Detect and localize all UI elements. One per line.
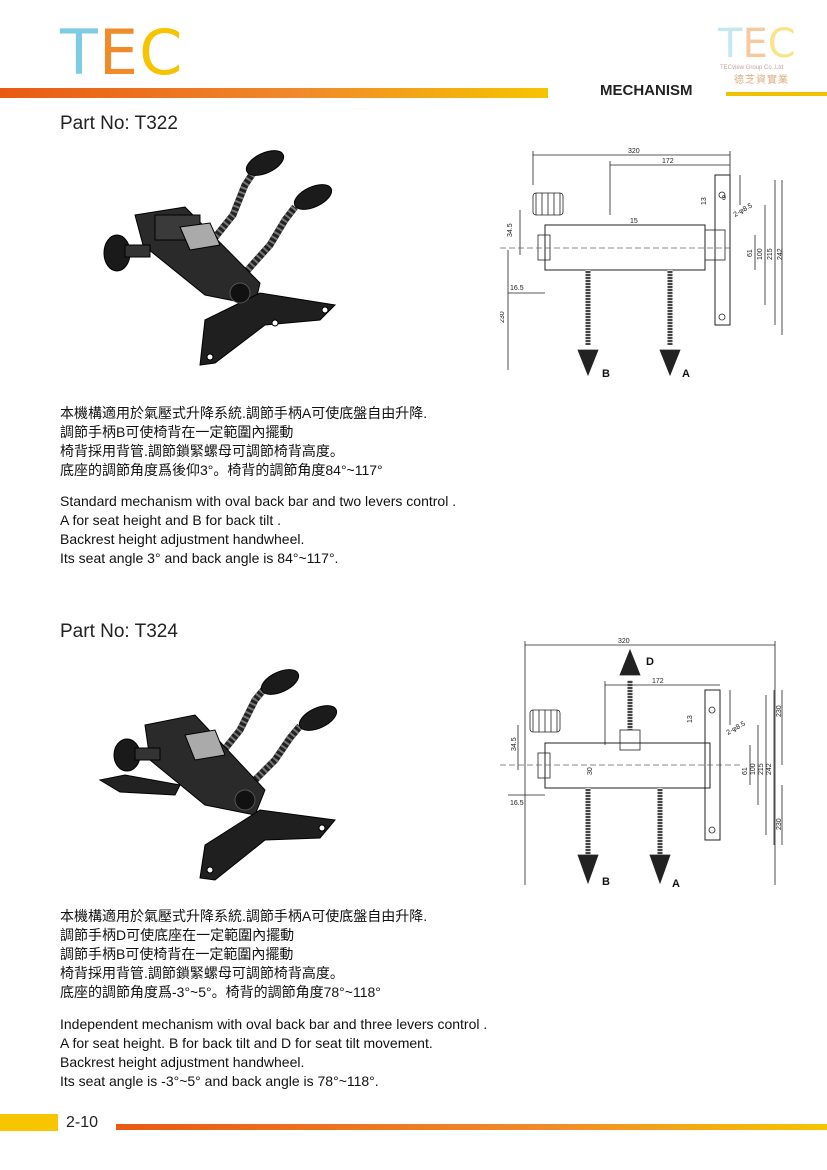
- logo-company-cn: 德芝資實業: [734, 75, 789, 86]
- page-number: 2-10: [66, 1114, 99, 1131]
- t324-en-line-4: Its seat angle is -3°~5° and back angle …: [60, 1073, 379, 1089]
- logo-letter-c: C: [139, 16, 184, 89]
- dim-172: 172: [652, 678, 664, 685]
- dim-230: 230: [500, 311, 506, 323]
- t322-en-line-3: Backrest height adjustment handwheel.: [60, 531, 305, 547]
- tec-logo-small: TEC: [718, 24, 796, 64]
- dim-2phi85: 2-φ8.5: [726, 720, 747, 736]
- t324-description-cn: 本機構適用於氣壓式升降系統.調節手柄A可使底盤自由升降. 調節手柄D可使底座在一…: [60, 907, 427, 1002]
- dim-215: 215: [758, 763, 765, 775]
- dim-9: 9: [722, 195, 726, 202]
- t322-en-line-2: A for seat height and B for back tilt .: [60, 512, 282, 528]
- lever-a-label: A: [672, 878, 680, 890]
- dim-2phi85: 2-φ8.5: [733, 202, 754, 218]
- t324-cn-line-4: 椅背採用背管.調節鎖緊螺母可調節椅背高度。: [60, 965, 344, 981]
- logo-letter-t: T: [60, 16, 99, 89]
- dim-242: 242: [766, 763, 773, 775]
- dim-61: 61: [747, 249, 754, 257]
- mechanism-t324-photo: [98, 669, 338, 881]
- t324-cn-line-5: 底座的調節角度爲-3°~5°。椅背的調節角度78°~118°: [60, 984, 381, 1000]
- mechanism-t322-drawing: 320 172 15 34.5 16.5 230 9 13 2-φ8.5 61 …: [500, 148, 784, 380]
- dim-230-bottom: 230: [776, 818, 783, 830]
- dim-30: 30: [587, 767, 594, 775]
- t324-cn-line-1: 本機構適用於氣壓式升降系統.調節手柄A可使底盤自由升降.: [60, 908, 428, 924]
- dim-172: 172: [662, 158, 674, 165]
- dim-230-top: 230: [776, 705, 783, 717]
- dim-320: 320: [618, 638, 630, 645]
- t322-en-line-4: Its seat angle 3° and back angle is 84°~…: [60, 550, 339, 566]
- t324-en-line-3: Backrest height adjustment handwheel.: [60, 1054, 305, 1070]
- dim-100: 100: [750, 763, 757, 775]
- dim-34-5: 34.5: [511, 737, 518, 751]
- lever-b-label: B: [602, 368, 610, 380]
- t322-en-line-1: Standard mechanism with oval back bar an…: [60, 493, 457, 509]
- logo-small-letter-e: E: [742, 21, 768, 67]
- t322-cn-line-1: 本機構適用於氣壓式升降系統.調節手柄A可使底盤自由升降.: [60, 405, 428, 421]
- lever-d-label: D: [646, 656, 654, 668]
- logo-small-letter-c: C: [767, 21, 796, 67]
- logo-small-letter-t: T: [718, 21, 743, 67]
- dim-100: 100: [757, 248, 764, 260]
- footer-color-bar: [116, 1124, 827, 1130]
- dim-13: 13: [687, 715, 694, 723]
- t322-cn-line-2: 調節手柄B可使椅背在一定範圍內擺動: [60, 424, 294, 440]
- t322-description-cn: 本機構適用於氣壓式升降系統.調節手柄A可使底盤自由升降. 調節手柄B可使椅背在一…: [60, 404, 427, 480]
- t322-cn-line-3: 椅背採用背管.調節鎖緊螺母可調節椅背高度。: [60, 443, 344, 459]
- t324-en-line-2: A for seat height. B for back tilt and D…: [60, 1035, 433, 1051]
- part-number-t322: Part No: T322: [60, 113, 178, 134]
- section-title: MECHANISM: [600, 82, 693, 99]
- t322-description-en: Standard mechanism with oval back bar an…: [60, 492, 456, 568]
- dim-320: 320: [628, 148, 640, 155]
- t324-cn-line-3: 調節手柄B可使椅背在一定範圍內擺動: [60, 946, 294, 962]
- logo-letter-e: E: [98, 16, 140, 89]
- mechanism-t324-drawing: 320 172 34.5 16.5 30 13 2-φ8.5 61 100 21…: [500, 638, 783, 890]
- dim-61: 61: [742, 767, 749, 775]
- mechanism-t322-photo: [103, 150, 337, 366]
- t322-cn-line-4: 底座的調節角度爲後仰3°。椅背的調節角度84°~117°: [60, 462, 383, 478]
- t324-en-line-1: Independent mechanism with oval back bar…: [60, 1016, 488, 1032]
- header-yellow-line: [726, 92, 827, 96]
- dim-13: 13: [701, 197, 708, 205]
- footer-yellow-block: [0, 1114, 58, 1131]
- dim-215: 215: [767, 248, 774, 260]
- dim-16-5: 16.5: [510, 285, 524, 292]
- t324-cn-line-2: 調節手柄D可使底座在一定範圍內擺動: [60, 927, 295, 943]
- part-number-t324: Part No: T324: [60, 621, 178, 642]
- logo-company-name: TECview Group Co.,Ltd: [720, 65, 784, 71]
- dim-34-5: 34.5: [507, 223, 514, 237]
- header-color-bar: [0, 88, 548, 98]
- dim-16-5: 16.5: [510, 800, 524, 807]
- tec-logo: TEC: [60, 22, 183, 84]
- dim-15: 15: [630, 218, 638, 225]
- lever-b-label: B: [602, 876, 610, 888]
- dim-242: 242: [777, 248, 784, 260]
- lever-a-label: A: [682, 368, 690, 380]
- t324-description-en: Independent mechanism with oval back bar…: [60, 1015, 487, 1091]
